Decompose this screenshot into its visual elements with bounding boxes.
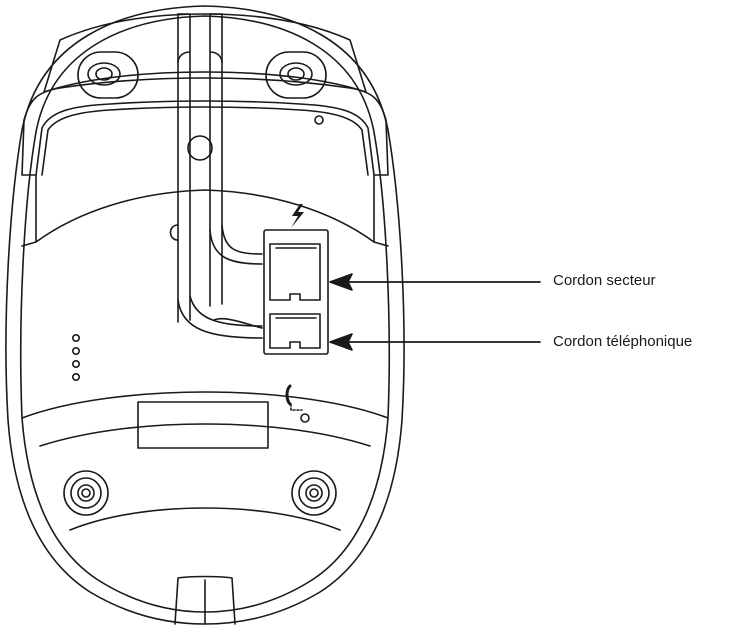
wall-mount-hole-right bbox=[265, 51, 327, 99]
upper-contour bbox=[35, 189, 375, 243]
phone-icon-dot bbox=[300, 413, 310, 423]
lower-panel bbox=[21, 391, 389, 419]
rubber-foot-right bbox=[291, 470, 337, 516]
wall-mount-hole-left bbox=[77, 51, 139, 99]
cable-channels bbox=[169, 13, 263, 339]
indicator-dots bbox=[72, 333, 81, 381]
power-jack bbox=[269, 243, 321, 301]
arrow-phone-cord bbox=[329, 333, 541, 351]
telephone-handset-icon bbox=[285, 384, 292, 406]
phone-icon-leader bbox=[290, 403, 303, 411]
side-contour-right bbox=[373, 174, 389, 247]
handle-arch-outer bbox=[21, 77, 389, 176]
base-outer-shell bbox=[5, 5, 405, 625]
label-plate bbox=[137, 401, 269, 449]
side-contour-left bbox=[21, 174, 37, 247]
lightning-bolt-icon bbox=[291, 204, 304, 228]
bottom-lip bbox=[69, 507, 341, 531]
handle-arch-inner bbox=[41, 106, 369, 176]
small-hole bbox=[314, 115, 324, 125]
label-phone-cord: Cordon téléphonique bbox=[553, 333, 693, 350]
phone-jack bbox=[269, 313, 321, 349]
port-housing bbox=[263, 229, 329, 355]
label-power-cord: Cordon secteur bbox=[553, 272, 656, 289]
bottom-foot bbox=[174, 575, 236, 625]
base-inner-rim bbox=[19, 15, 391, 613]
rubber-foot-left bbox=[63, 470, 109, 516]
arrow-power-cord bbox=[329, 273, 541, 291]
lower-panel-inner bbox=[39, 423, 371, 447]
